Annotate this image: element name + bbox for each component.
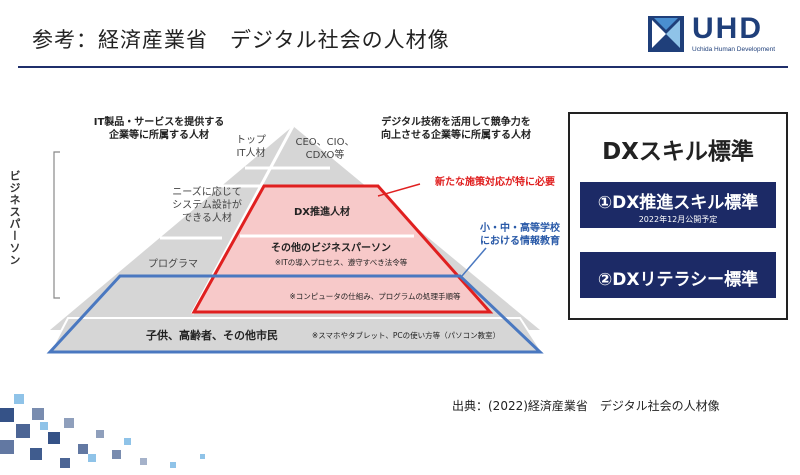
literacy-trapezoid (46, 274, 544, 354)
red-pointer-line (377, 183, 421, 197)
header-divider (18, 66, 788, 68)
citizens-note: ※スマホやタブレット、PCの使い方等（パソコン教室） (311, 331, 501, 340)
programmer-label: プログラマ (148, 259, 198, 270)
dx-promotion-standard-label: ①DX推進スキル標準 (597, 193, 759, 213)
side-label: ビジネスパーソン (8, 170, 21, 266)
dx-panel-title: DXスキル標準 (602, 139, 754, 165)
logo-word: UHD (692, 12, 763, 45)
school-label: 小・中・高等学校 における情報教育 (480, 223, 560, 247)
right-caption: デジタル技術を活用して競争力を 向上させる企業等に所属する人材 (381, 117, 531, 141)
ceo-label: CEO、CIO、 CDXO等 (295, 137, 355, 161)
dx-literacy-standard-label: ②DXリテラシー標準 (597, 270, 759, 290)
side-bracket (53, 151, 60, 299)
dx-literacy-standard-box: ②DXリテラシー標準 (580, 252, 776, 298)
new-measures-label: 新たな施策対応が特に必要 (435, 177, 555, 188)
decorative-pixel-pattern (0, 394, 205, 468)
dx-promotion-standard-box: ①DX推進スキル標準 2022年12月公開予定 (580, 182, 776, 228)
source-citation: 出典：(2022)経済産業省 デジタル社会の人材像 (452, 399, 720, 413)
needs-label: ニーズに応じて システム設計が できる人材 (172, 187, 242, 224)
dx-promotion-standard-note: 2022年12月公開予定 (638, 215, 718, 224)
uhd-logo-icon (648, 16, 684, 52)
pyramid-diagram (46, 125, 544, 354)
computer-note: ※コンピュータの仕組み、プログラムの処理手順等 (289, 292, 461, 301)
page-title: 参考：経済産業省 デジタル社会の人材像 (32, 28, 450, 52)
dx-skill-panel: DXスキル標準 ①DX推進スキル標準 2022年12月公開予定 ②DXリテラシー… (568, 112, 788, 320)
left-caption: IT製品・サービスを提供する 企業等に所属する人材 (93, 117, 225, 141)
citizens-label: 子供、高齢者、その他市民 (146, 329, 278, 342)
other-business-label: その他のビジネスパーソン (271, 243, 391, 254)
other-business-note: ※ITの導入プロセス、遵守すべき法令等 (274, 258, 408, 267)
dx-trapezoid (191, 184, 494, 314)
logo-subtitle: Uchida Human Development (692, 46, 776, 53)
blue-pointer-line (461, 247, 487, 277)
dx-talent-label: DX推進人材 (293, 207, 350, 218)
top-it-label: トップ IT人材 (236, 135, 266, 159)
